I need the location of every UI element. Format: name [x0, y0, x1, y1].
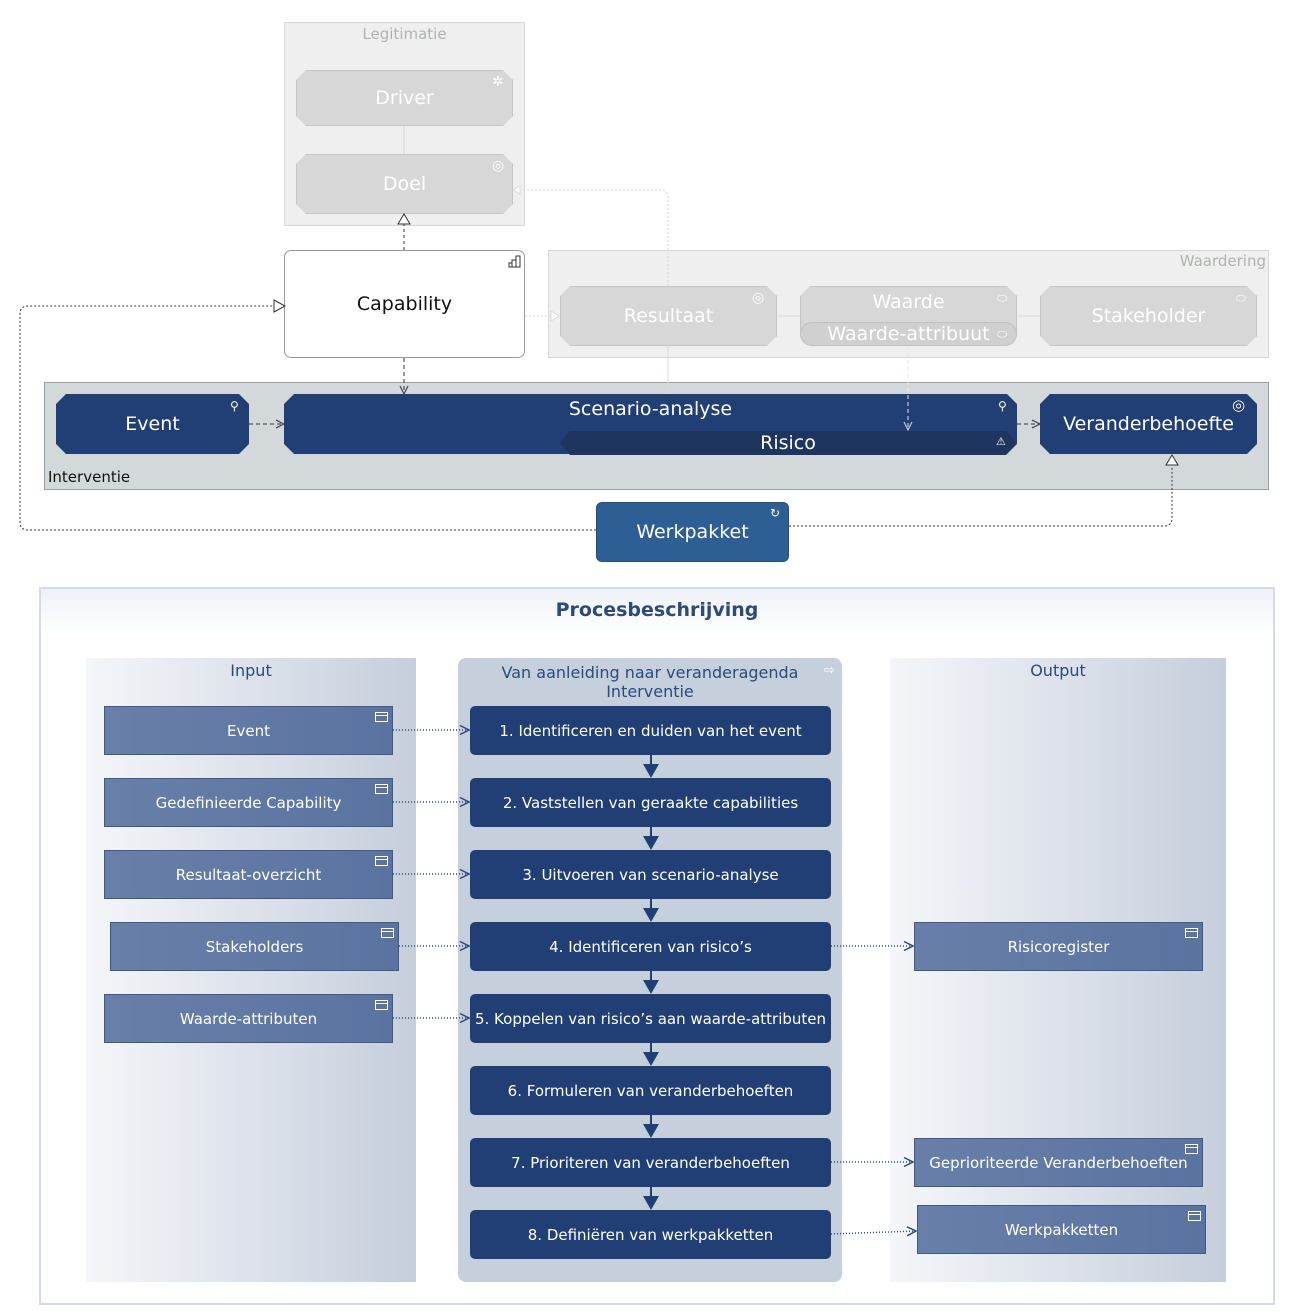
diagram-connectors [19, 126, 1179, 531]
output-werkpakketten[interactable]: Werkpakketten [917, 1205, 1206, 1254]
document-icon [375, 856, 388, 866]
driver-node[interactable]: Driver [296, 70, 513, 126]
risico-node[interactable]: Risico [560, 431, 1016, 455]
resultaat-node[interactable]: Resultaat [560, 286, 777, 346]
output-lane-title: Output [1030, 660, 1086, 680]
input-stakeholders-label: Stakeholders [205, 937, 304, 956]
process-header [41, 589, 1273, 635]
waardering-label: Waardering [1179, 252, 1266, 270]
event-icon: ⚲ [230, 399, 239, 413]
requirement-icon: ◎ [1232, 396, 1246, 414]
stakeholder-label: Stakeholder [1091, 305, 1206, 327]
outcome-icon: ◎ [752, 290, 765, 306]
doel-label: Doel [382, 173, 427, 195]
step-4[interactable]: 4. Identificeren van risico’s [470, 922, 831, 971]
capability-label: Capability [356, 293, 453, 315]
veranderbehoefte-label: Veranderbehoefte [1063, 413, 1234, 435]
input-capability[interactable]: Gedefinieerde Capability [104, 778, 393, 827]
document-icon [1188, 1211, 1201, 1221]
output-risicoregister-label: Risicoregister [1007, 937, 1110, 956]
risico-label: Risico [760, 432, 816, 454]
capability-node[interactable]: Capability [284, 250, 525, 358]
document-icon [1185, 928, 1198, 938]
input-resultaat[interactable]: Resultaat-overzicht [104, 850, 393, 899]
input-waarde-attributen[interactable]: Waarde-attributen [104, 994, 393, 1043]
step-6-label: 6. Formuleren van veranderbehoeften [507, 1081, 794, 1100]
input-event-label: Event [227, 721, 270, 740]
input-waarde-attributen-label: Waarde-attributen [179, 1009, 318, 1028]
interventie-label: Interventie [48, 468, 131, 486]
event-node[interactable]: Event [56, 394, 249, 454]
input-stakeholders[interactable]: Stakeholders [110, 922, 399, 971]
event-label: Event [125, 413, 180, 435]
step-1-label: 1. Identificeren en duiden van het event [499, 721, 802, 740]
process-lane-title: Van aanleiding naar veranderagenda Inter… [501, 663, 799, 701]
goal-icon: ◎ [492, 158, 505, 174]
step-3[interactable]: 3. Uitvoeren van scenario-analyse [470, 850, 831, 899]
scenario-label: Scenario-analyse [568, 398, 733, 420]
werkpakket-label: Werkpakket [636, 521, 749, 543]
werkpakket-node[interactable]: Werkpakket [596, 502, 789, 562]
process-arrow-icon: ⇨ [824, 663, 835, 678]
input-lane-title: Input [230, 660, 272, 680]
step-8-label: 8. Definiëren van werkpakketten [527, 1225, 774, 1244]
waarde-attribuut-label: Waarde-attribuut [827, 323, 990, 345]
document-icon [375, 784, 388, 794]
step-1[interactable]: 1. Identificeren en duiden van het event [470, 706, 831, 755]
step-7-label: 7. Prioriteren van veranderbehoeften [511, 1153, 790, 1172]
work-package-icon: ↻ [770, 506, 781, 520]
document-icon [375, 712, 388, 722]
assessment-icon: ⚲ [998, 399, 1007, 413]
resultaat-label: Resultaat [623, 305, 714, 327]
value-attribute-icon: ⬭ [997, 327, 1008, 341]
capability-icon [508, 255, 521, 268]
step-5[interactable]: 5. Koppelen van risico’s aan waarde-attr… [470, 994, 831, 1043]
legitimatie-label: Legitimatie [362, 25, 447, 43]
step-3-label: 3. Uitvoeren van scenario-analyse [522, 865, 779, 884]
input-capability-label: Gedefinieerde Capability [155, 793, 342, 812]
input-resultaat-label: Resultaat-overzicht [175, 865, 322, 884]
stakeholder-icon: ⬭ [1236, 291, 1247, 305]
driver-label: Driver [375, 87, 434, 109]
driver-icon: ✲ [492, 74, 504, 90]
output-veranderbehoeften-label: Geprioriteerde Veranderbehoeften [929, 1153, 1188, 1172]
step-4-label: 4. Identificeren van risico’s [549, 937, 752, 956]
value-icon: ⬭ [997, 291, 1008, 305]
output-risicoregister[interactable]: Risicoregister [914, 922, 1203, 971]
output-werkpakketten-label: Werkpakketten [1004, 1220, 1119, 1239]
step-7[interactable]: 7. Prioriteren van veranderbehoeften [470, 1138, 831, 1187]
document-icon [375, 1000, 388, 1010]
waarde-label: Waarde [872, 291, 945, 313]
document-icon [381, 928, 394, 938]
step-2[interactable]: 2. Vaststellen van geraakte capabilities [470, 778, 831, 827]
risk-icon: ⚠ [996, 435, 1006, 448]
step-8[interactable]: 8. Definiëren van werkpakketten [470, 1210, 831, 1259]
doel-node[interactable]: Doel [296, 154, 513, 214]
step-5-label: 5. Koppelen van risico’s aan waarde-attr… [474, 1009, 827, 1028]
document-icon [1185, 1144, 1198, 1154]
step-2-label: 2. Vaststellen van geraakte capabilities [502, 793, 799, 812]
process-title: Procesbeschrijving [555, 599, 759, 621]
output-veranderbehoeften[interactable]: Geprioriteerde Veranderbehoeften [914, 1138, 1203, 1187]
step-6[interactable]: 6. Formuleren van veranderbehoeften [470, 1066, 831, 1115]
waarde-attribuut-node[interactable]: Waarde-attribuut [800, 322, 1017, 346]
veranderbehoefte-node[interactable]: Veranderbehoefte [1040, 394, 1257, 454]
input-event[interactable]: Event [104, 706, 393, 755]
stakeholder-node[interactable]: Stakeholder [1040, 286, 1257, 346]
